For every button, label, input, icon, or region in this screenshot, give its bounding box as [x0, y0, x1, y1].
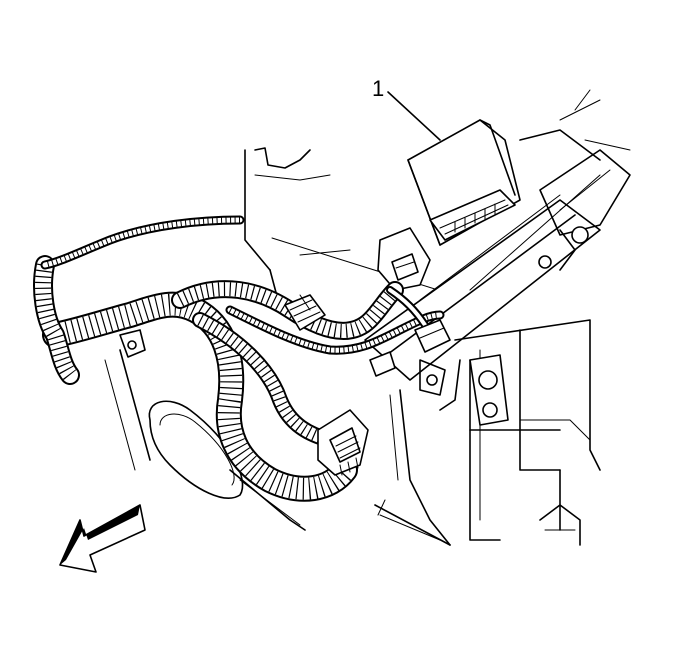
upper-connector — [284, 294, 326, 331]
thin-wiring-harness — [40, 215, 445, 355]
right-connector — [369, 319, 451, 377]
dash-panel-outline — [104, 147, 471, 471]
harness-clip — [119, 329, 146, 358]
bracket-connector — [377, 227, 431, 291]
direction-arrow-icon — [59, 504, 146, 573]
main-wiring-harness — [33, 255, 404, 502]
callout-1: 1 — [372, 76, 441, 141]
control-module — [407, 119, 521, 246]
bulkhead-structure — [374, 319, 601, 546]
callout-label-1: 1 — [372, 76, 384, 101]
floor-opening — [148, 400, 306, 531]
lower-connector — [317, 409, 369, 476]
